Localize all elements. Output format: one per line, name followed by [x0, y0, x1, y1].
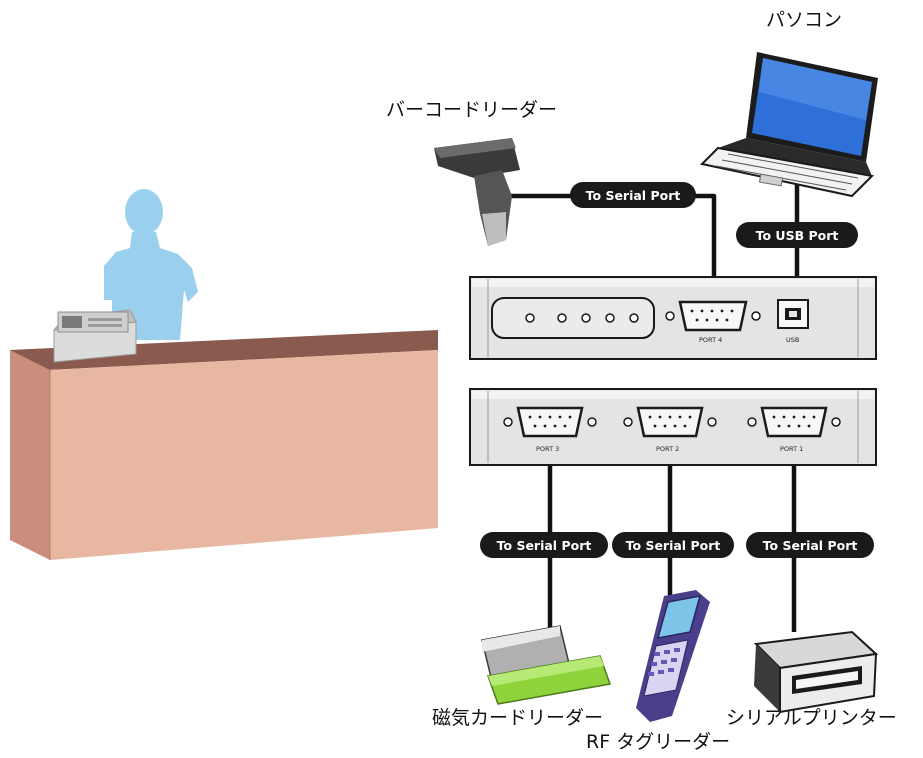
rf-tag-reader-icon — [636, 590, 710, 722]
port4-label: PORT 4 — [699, 336, 722, 344]
status-leds — [525, 313, 639, 323]
connector-pc-label: To USB Port — [756, 228, 839, 243]
barcode-reader-label: バーコードリーダー — [386, 99, 557, 121]
serial-port-3: PORT 3 — [503, 406, 597, 453]
laptop-icon — [699, 52, 878, 198]
magnetic-card-reader-icon — [481, 625, 612, 705]
serial-printer-icon — [753, 630, 879, 714]
connector-pill-magnetic: To Serial Port — [480, 532, 608, 558]
rf-tag-reader-label: RF タグリーダー — [586, 731, 730, 753]
connector-barcode-label: To Serial Port — [586, 188, 681, 203]
shop-counter-scene — [10, 189, 438, 560]
magnetic-card-reader-label: 磁気カードリーダー — [432, 707, 603, 729]
connector-pill-printer: To Serial Port — [746, 532, 874, 558]
connector-printer-label: To Serial Port — [763, 538, 858, 553]
usb-label: USB — [786, 336, 799, 344]
serial-port-4: PORT 4 — [665, 300, 761, 344]
connector-magnetic-label: To Serial Port — [497, 538, 592, 553]
upper-hub: PORT 4 USB — [469, 276, 877, 360]
connector-pill-rf: To Serial Port — [612, 532, 734, 558]
lower-hub: PORT 3 PORT 2 PORT 1 — [469, 388, 877, 466]
barcode-reader-icon — [434, 138, 520, 246]
led-panel — [491, 297, 655, 339]
port3-label: PORT 3 — [536, 445, 559, 453]
cash-register — [52, 309, 137, 363]
connector-rf-label: To Serial Port — [626, 538, 721, 553]
serial-port-2: PORT 2 — [623, 406, 717, 453]
counter — [10, 330, 438, 560]
port1-label: PORT 1 — [780, 445, 803, 453]
connector-pill-barcode: To Serial Port — [570, 182, 696, 208]
serial-port-1: PORT 1 — [747, 406, 841, 453]
pc-label: パソコン — [766, 9, 842, 31]
usb-port: USB — [777, 299, 809, 344]
serial-printer-label: シリアルプリンター — [726, 707, 897, 729]
port2-label: PORT 2 — [656, 445, 679, 453]
connector-pill-pc: To USB Port — [736, 222, 858, 248]
